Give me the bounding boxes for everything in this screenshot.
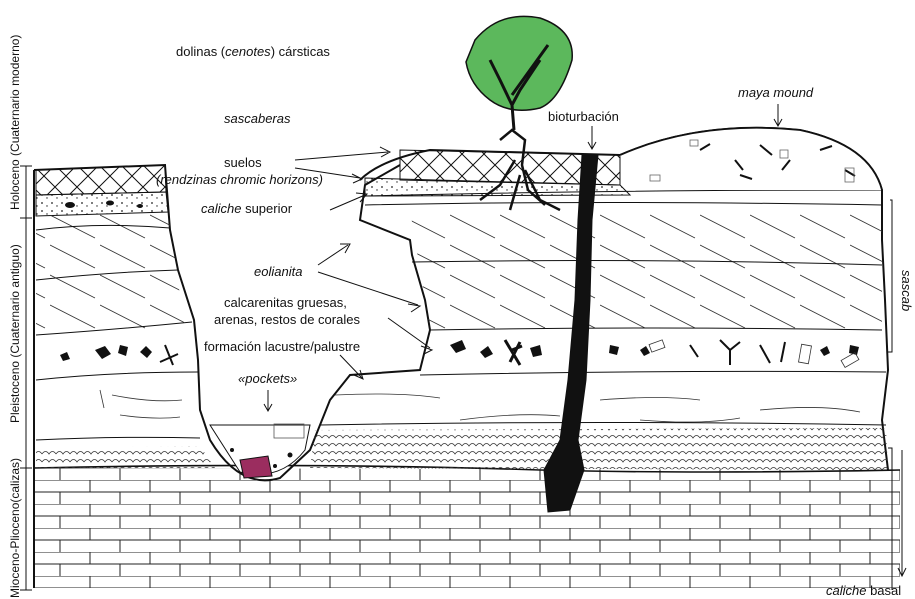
maya-mound-label: maya mound xyxy=(738,85,813,100)
suelos-detail-label: (rendzinas chromic horizons) xyxy=(156,172,323,187)
limestone-basement xyxy=(34,465,900,588)
main-block xyxy=(310,128,888,470)
sascaberas-label: sascaberas xyxy=(224,111,290,126)
period-pleistoceno: Pleistoceno (Cuaternario antiguo) xyxy=(8,244,22,423)
suelos-label: suelos xyxy=(224,155,262,170)
calcarenitas-label-1: calcarenitas gruesas, xyxy=(224,295,347,310)
sascab-label: sascab xyxy=(899,270,914,311)
bioturbacion-label: bioturbación xyxy=(548,109,619,124)
eolianita-label: eolianita xyxy=(254,264,302,279)
lacustre-label: formación lacustre/palustre xyxy=(204,339,360,354)
period-mioceno: Mioceno-Plioceno(calizas) xyxy=(8,458,22,598)
dolinas-label: dolinas (cenotes) cársticas xyxy=(176,44,330,59)
caliche-basal-label: caliche basal xyxy=(826,583,901,598)
period-holoceno: Holoceno (Cuaternario moderno) xyxy=(8,35,22,210)
calcarenitas-label-2: arenas, restos de corales xyxy=(214,312,360,327)
pockets-label: «pockets» xyxy=(238,371,297,386)
caliche-superior-label: caliche superior xyxy=(201,201,292,216)
